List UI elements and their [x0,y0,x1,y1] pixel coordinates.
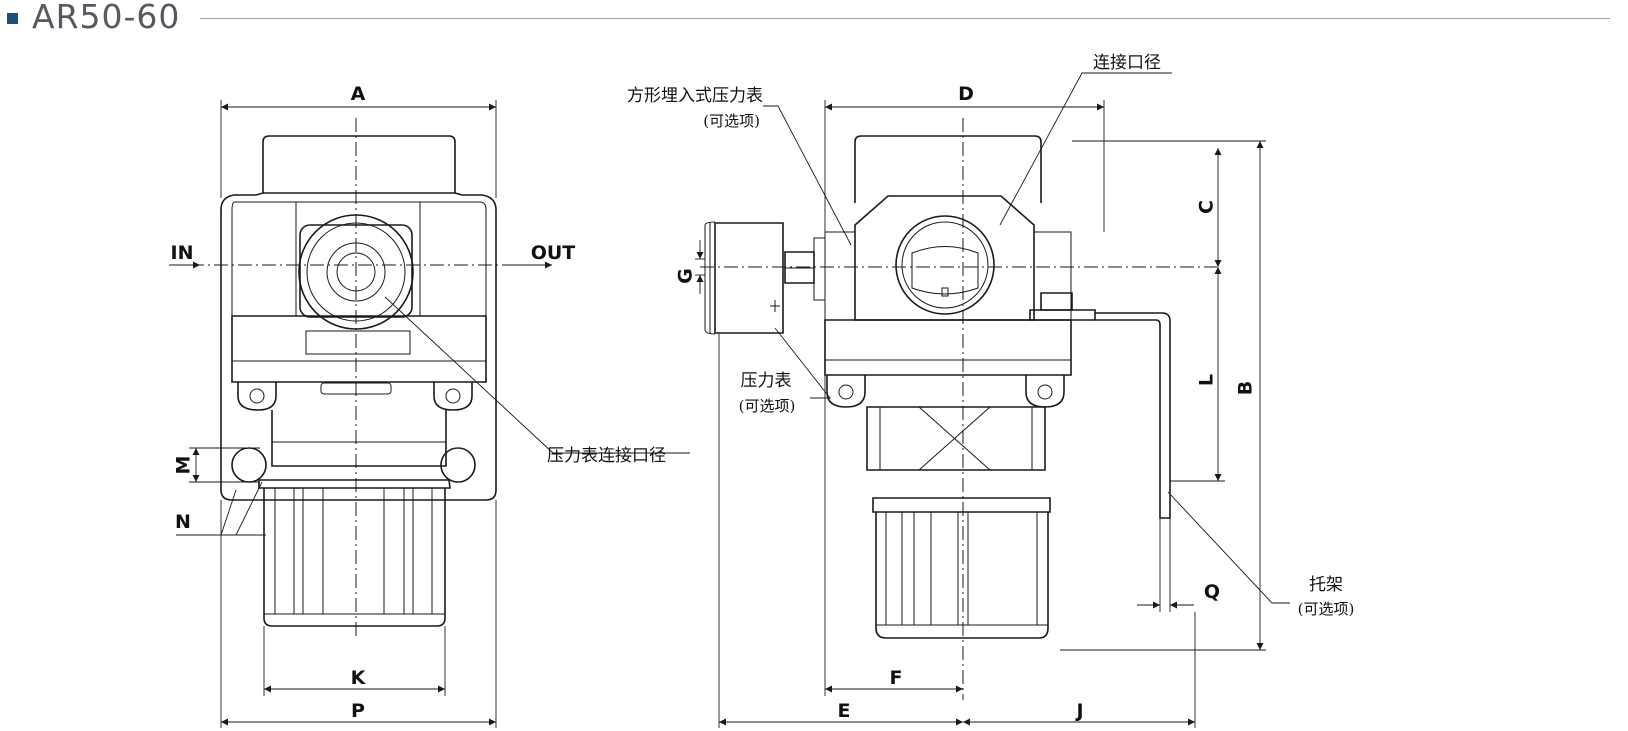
dim-label-b: B [1235,381,1257,395]
dim-label-d: D [958,83,974,105]
callout-pressure-gauge: 压力表 [741,371,792,391]
dim-label-q: Q [1204,581,1220,603]
dimension-lines [169,72,1290,728]
dim-label-m: M [173,456,195,475]
dim-label-e: E [838,700,851,722]
dim-label-j: J [1074,700,1083,722]
section-title: AR50-60 [32,0,181,36]
section-marker-icon [7,13,18,24]
callout-square-gauge-optional: (可选项) [703,112,760,130]
section-rule [200,18,1610,19]
dim-label-a: A [351,83,366,105]
dim-label-f: F [890,667,903,689]
dim-label-c: C [1196,200,1218,214]
port-label-out: OUT [531,242,576,264]
callout-connection-port: 连接口径 [1093,53,1161,73]
dimension-labels: A K P M N D G C L B Q F E J IN OUT 压力表连接… [171,53,1355,722]
callout-bracket-optional: (可选项) [1298,600,1355,618]
front-view [190,118,540,640]
dim-label-g: G [675,268,697,284]
callout-pressure-gauge-optional: (可选项) [739,397,796,415]
dim-label-n: N [175,511,191,533]
dim-label-p: P [351,700,365,722]
side-view [700,118,1217,700]
dim-label-l: L [1196,374,1218,386]
dim-label-k: K [351,667,367,689]
callout-bracket: 托架 [1309,575,1343,595]
port-label-in: IN [171,242,194,264]
callout-gauge-port: 压力表连接口径 [547,446,666,466]
section-header: AR50-60 [0,0,1628,40]
callout-square-gauge: 方形埋入式压力表 [627,86,763,106]
